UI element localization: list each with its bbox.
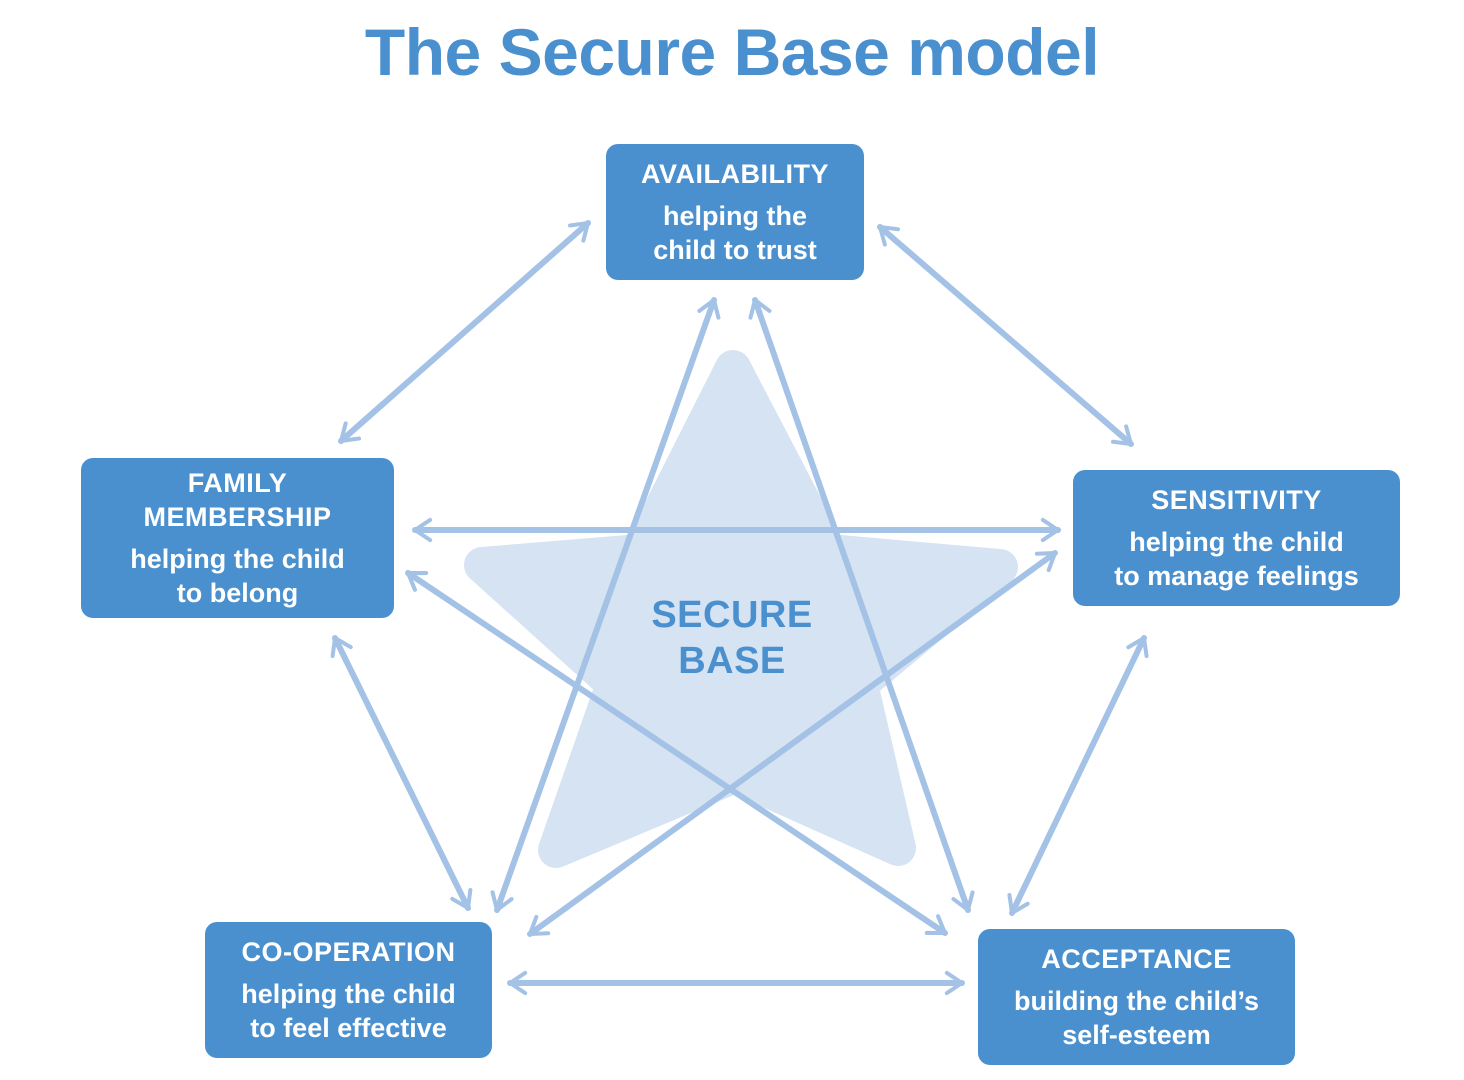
sensitivity-heading: SENSITIVITY [1151, 485, 1322, 515]
arrow-availability-family [338, 220, 591, 444]
acceptance-description: building the child’s self-esteem [1014, 986, 1259, 1050]
arrow-sensitivity-cooperation [527, 550, 1058, 937]
availability-description: helping the child to trust [653, 201, 817, 265]
cooperation-heading: CO-OPERATION [241, 937, 456, 967]
acceptance-box: ACCEPTANCE building the child’s self-est… [978, 929, 1295, 1065]
connections [330, 220, 1149, 996]
availability-box: AVAILABILITY helping the child to trust [606, 144, 864, 280]
page-title: The Secure Base model [364, 15, 1100, 89]
family-membership-box: FAMILY MEMBERSHIP helping the child to b… [81, 458, 394, 618]
acceptance-heading: ACCEPTANCE [1041, 944, 1232, 974]
availability-heading: AVAILABILITY [641, 159, 829, 189]
family-membership-heading: FAMILY MEMBERSHIP [143, 468, 332, 532]
secure-base-label: SECURE BASE [651, 594, 813, 682]
cooperation-description: helping the child to feel effective [241, 979, 456, 1043]
arrow-sensitivity-acceptance [1007, 635, 1149, 916]
arrow-family-cooperation [330, 635, 473, 911]
arrow-availability-sensitivity [877, 224, 1134, 447]
cooperation-box: CO-OPERATION helping the child to feel e… [205, 922, 492, 1058]
family-membership-description: helping the child to belong [130, 544, 345, 608]
sensitivity-description: helping the child to manage feelings [1114, 527, 1359, 591]
sensitivity-box: SENSITIVITY helping the child to manage … [1073, 470, 1400, 606]
